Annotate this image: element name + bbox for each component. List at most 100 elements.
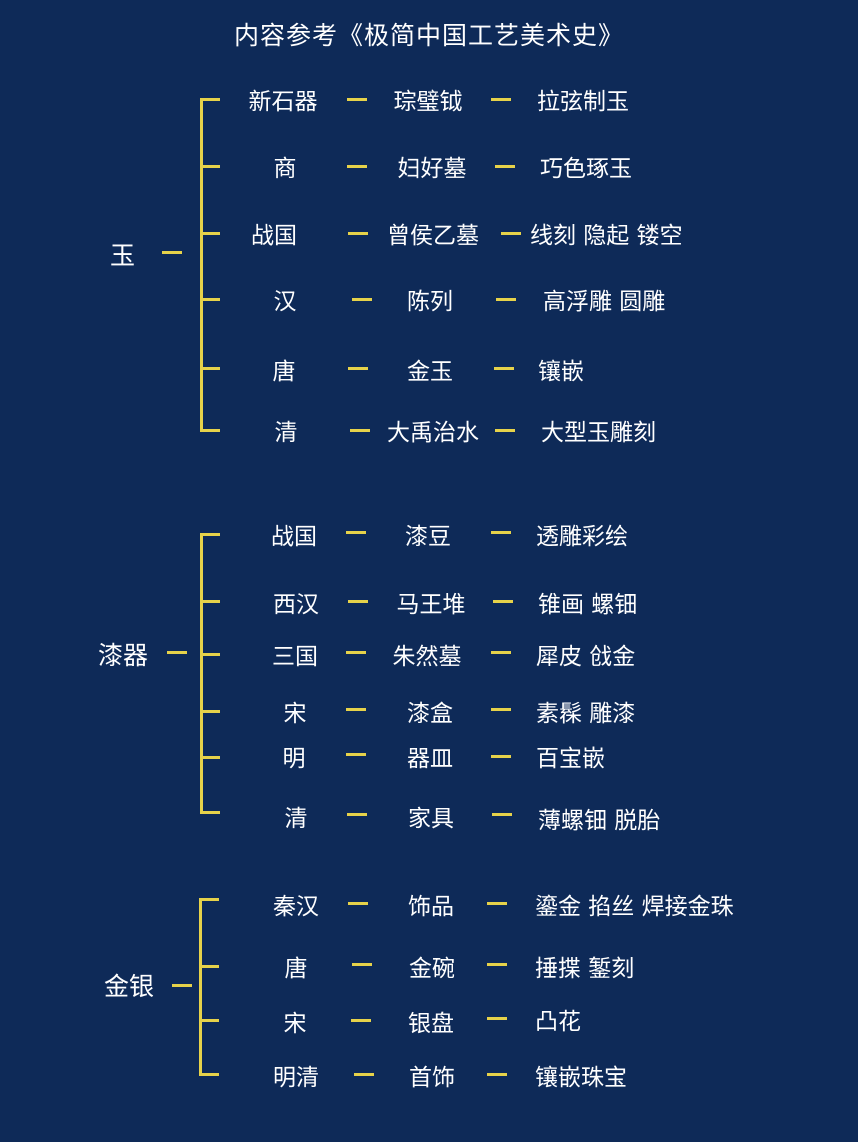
technique-label: 透雕彩绘 bbox=[536, 524, 628, 550]
technique-label: 巧色琢玉 bbox=[540, 156, 632, 182]
connector bbox=[487, 963, 507, 966]
item-label: 器皿 bbox=[407, 746, 453, 772]
item-label: 首饰 bbox=[409, 1065, 455, 1091]
item-label: 朱然墓 bbox=[392, 644, 462, 670]
connector bbox=[346, 708, 366, 711]
connector bbox=[487, 1073, 507, 1076]
bracket-line bbox=[200, 98, 203, 432]
period-label: 西汉 bbox=[273, 592, 319, 618]
connector bbox=[491, 708, 511, 711]
technique-label: 捶揲 錾刻 bbox=[535, 956, 635, 982]
item-label: 金玉 bbox=[407, 359, 453, 385]
technique-label: 镶嵌珠宝 bbox=[535, 1065, 627, 1091]
item-label: 陈列 bbox=[407, 289, 453, 315]
connector bbox=[347, 813, 367, 816]
item-label: 马王堆 bbox=[396, 592, 466, 618]
branch-tick bbox=[199, 1019, 219, 1022]
branch-tick bbox=[200, 367, 220, 370]
category-connector bbox=[172, 984, 192, 987]
connector bbox=[495, 165, 515, 168]
item-label: 家具 bbox=[408, 806, 454, 832]
connector bbox=[352, 963, 372, 966]
branch-tick bbox=[200, 429, 220, 432]
branch-tick bbox=[200, 298, 220, 301]
period-label: 宋 bbox=[283, 1011, 307, 1037]
connector bbox=[501, 232, 521, 235]
connector bbox=[491, 98, 511, 101]
connector bbox=[347, 165, 367, 168]
connector bbox=[487, 1017, 507, 1020]
item-label: 曾侯乙墓 bbox=[387, 223, 479, 249]
technique-label: 拉弦制玉 bbox=[537, 89, 629, 115]
connector bbox=[346, 651, 366, 654]
connector bbox=[348, 367, 368, 370]
connector bbox=[348, 232, 368, 235]
connector bbox=[495, 429, 515, 432]
branch-tick bbox=[200, 165, 220, 168]
period-label: 战国 bbox=[271, 524, 317, 550]
connector bbox=[347, 98, 367, 101]
item-label: 大禹治水 bbox=[387, 420, 479, 446]
bracket-line bbox=[200, 533, 203, 813]
technique-label: 线刻 隐起 镂空 bbox=[530, 223, 683, 249]
branch-tick bbox=[199, 1073, 219, 1076]
technique-label: 百宝嵌 bbox=[536, 746, 605, 772]
connector bbox=[491, 755, 511, 758]
period-label: 三国 bbox=[272, 644, 318, 670]
technique-label: 高浮雕 圆雕 bbox=[543, 289, 666, 315]
period-label: 商 bbox=[273, 156, 297, 182]
category-label: 玉 bbox=[110, 241, 136, 270]
connector bbox=[494, 367, 514, 370]
connector bbox=[487, 902, 507, 905]
branch-tick bbox=[200, 98, 220, 101]
technique-label: 鎏金 掐丝 焊接金珠 bbox=[535, 894, 734, 920]
item-label: 漆豆 bbox=[405, 524, 451, 550]
page-title: 内容参考《极简中国工艺美术史》 bbox=[233, 21, 624, 50]
period-label: 汉 bbox=[273, 289, 297, 315]
period-label: 战国 bbox=[251, 223, 297, 249]
item-label: 妇好墓 bbox=[397, 156, 467, 182]
branch-tick bbox=[200, 653, 220, 656]
period-label: 明清 bbox=[273, 1065, 319, 1091]
item-label: 银盘 bbox=[408, 1011, 454, 1037]
technique-label: 锥画 螺钿 bbox=[538, 592, 638, 618]
period-label: 唐 bbox=[272, 359, 296, 385]
branch-tick bbox=[200, 710, 220, 713]
connector bbox=[352, 298, 372, 301]
period-label: 秦汉 bbox=[273, 894, 319, 920]
item-label: 漆盒 bbox=[407, 701, 453, 727]
connector bbox=[346, 531, 366, 534]
branch-tick bbox=[200, 756, 220, 759]
category-label: 金银 bbox=[104, 972, 155, 1001]
branch-tick bbox=[199, 965, 219, 968]
period-label: 宋 bbox=[283, 701, 307, 727]
branch-tick bbox=[200, 811, 220, 814]
connector bbox=[348, 600, 368, 603]
technique-label: 大型玉雕刻 bbox=[541, 420, 656, 446]
connector bbox=[496, 298, 516, 301]
technique-label: 凸花 bbox=[535, 1009, 581, 1035]
branch-tick bbox=[200, 232, 220, 235]
item-label: 饰品 bbox=[408, 894, 454, 920]
connector bbox=[491, 531, 511, 534]
branch-tick bbox=[200, 600, 220, 603]
item-label: 琮璧钺 bbox=[393, 89, 463, 115]
connector bbox=[346, 753, 366, 756]
connector bbox=[491, 651, 511, 654]
branch-tick bbox=[199, 898, 219, 901]
connector bbox=[351, 1019, 371, 1022]
connector bbox=[493, 600, 513, 603]
bracket-line bbox=[199, 898, 202, 1076]
category-connector bbox=[167, 651, 187, 654]
period-label: 清 bbox=[284, 806, 308, 832]
connector bbox=[350, 429, 370, 432]
category-label: 漆器 bbox=[98, 641, 149, 670]
item-label: 金碗 bbox=[409, 956, 455, 982]
period-label: 新石器 bbox=[248, 89, 318, 115]
period-label: 唐 bbox=[284, 956, 308, 982]
period-label: 清 bbox=[274, 420, 298, 446]
technique-label: 犀皮 戗金 bbox=[536, 644, 636, 670]
technique-label: 镶嵌 bbox=[538, 359, 584, 385]
connector bbox=[492, 813, 512, 816]
category-connector bbox=[162, 251, 182, 254]
